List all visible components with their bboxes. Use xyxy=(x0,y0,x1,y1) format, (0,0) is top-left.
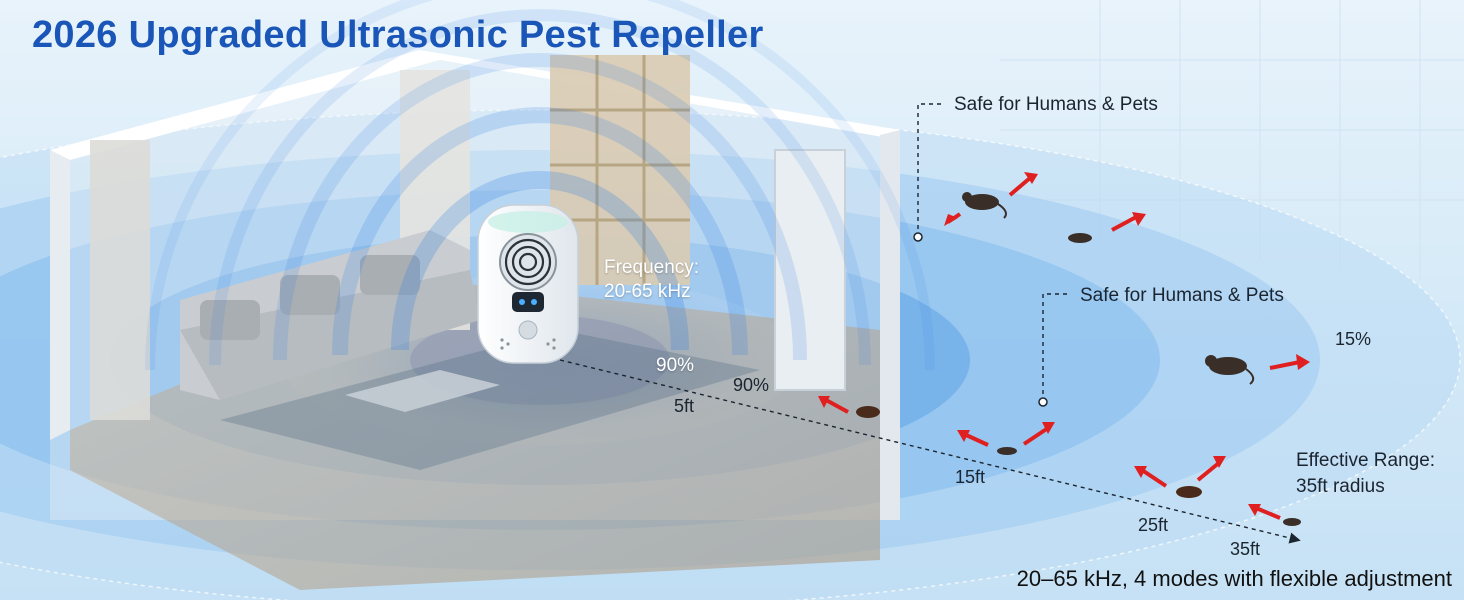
frequency-label-line2: 20-65 kHz xyxy=(604,281,691,302)
arrow-icon xyxy=(1269,354,1310,370)
percentage-inner-b: 90% xyxy=(733,375,770,395)
arrow-icon xyxy=(1134,466,1168,488)
mouse-icon xyxy=(1205,355,1255,385)
ant-icon xyxy=(997,447,1017,455)
effective-range-line2: 35ft radius xyxy=(1296,476,1385,497)
grid-backdrop xyxy=(1000,0,1464,280)
page-title: 2026 Upgraded Ultrasonic Pest Repeller xyxy=(32,14,764,56)
arrow-icon xyxy=(957,430,989,447)
arrow-icon xyxy=(944,212,962,226)
ant-icon xyxy=(1283,518,1301,526)
percentage-inner-a: 90% xyxy=(656,355,695,376)
arrow-icon xyxy=(818,396,849,414)
arrow-icon xyxy=(1248,504,1281,520)
room xyxy=(50,50,900,590)
repel-arrows xyxy=(818,172,1310,520)
effective-range: Effective Range: 35ft radius xyxy=(1296,448,1435,500)
footer-caption: 20–65 kHz, 4 modes with flexible adjustm… xyxy=(1016,566,1452,591)
cockroach-icon xyxy=(856,406,880,418)
safe-label-top: Safe for Humans & Pets xyxy=(954,94,1158,115)
arrow-icon xyxy=(1196,456,1226,482)
distance-15ft: 15ft xyxy=(955,467,986,487)
distance-35ft: 35ft xyxy=(1230,539,1261,559)
pests xyxy=(856,192,1301,526)
mouse-icon xyxy=(962,192,1007,219)
leader-lines xyxy=(559,103,1301,544)
effective-range-line1: Effective Range: xyxy=(1296,450,1436,471)
frequency-label-line1: Frequency: xyxy=(604,257,700,278)
arrow-icon xyxy=(1022,422,1055,446)
leader-dot-2 xyxy=(1038,397,1048,407)
distance-25ft: 25ft xyxy=(1138,515,1169,535)
frequency-label: Frequency: 20-65 kHz xyxy=(604,256,699,304)
safe-label-middle: Safe for Humans & Pets xyxy=(1080,285,1284,306)
speaker-icon xyxy=(504,238,552,286)
pest-repeller-device xyxy=(477,204,579,364)
leader-dot-1 xyxy=(913,232,923,242)
sound-waves xyxy=(145,0,935,371)
sofa xyxy=(180,230,480,400)
arrow-icon xyxy=(1111,212,1146,232)
cockroach-icon xyxy=(1176,486,1202,498)
arrow-icon xyxy=(1008,172,1038,197)
distance-5ft: 5ft xyxy=(674,396,695,416)
ant-icon xyxy=(1068,233,1092,243)
percentage-outer: 15% xyxy=(1335,329,1372,349)
